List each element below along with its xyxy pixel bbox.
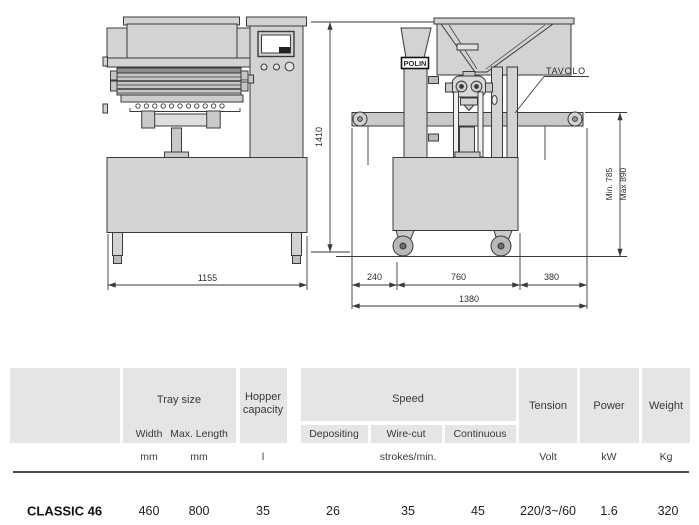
unit-width: mm: [140, 451, 158, 463]
caster-wheel: [392, 230, 415, 257]
front-legs: [112, 232, 302, 264]
front-view-drawing: 1155 1410: [102, 16, 437, 290]
dim-front-width-label: 1155: [198, 273, 217, 283]
value-power: 1.6: [600, 504, 618, 518]
nozzle-row: [135, 103, 225, 109]
value-tension: 220/3~/60: [520, 504, 576, 518]
value-max-length: 800: [188, 504, 210, 518]
depositing-head: [445, 71, 493, 112]
front-cross-band: [106, 57, 251, 68]
tray-shelf: [120, 94, 244, 103]
roller-unit: [110, 67, 254, 112]
side-top-rim: [433, 17, 575, 25]
value-wirecut: 35: [401, 504, 415, 518]
col-group-power: Power: [593, 400, 625, 412]
col-sub-depositing: Depositing: [309, 428, 359, 440]
caster-wheel: [490, 230, 513, 257]
hopper-slot: [456, 43, 479, 51]
unit-speed: strokes/min.: [379, 451, 437, 463]
control-button: [273, 63, 280, 71]
front-hopper-body: [126, 23, 238, 59]
dim-side-height: [585, 112, 627, 257]
polin-label: POLIN: [404, 59, 427, 68]
polin-plate: [400, 56, 430, 70]
front-base-cabinet: [106, 157, 308, 233]
model-name: CLASSIC 46: [27, 503, 103, 519]
side-hopper: [440, 23, 555, 73]
control-cabinet: [246, 16, 307, 158]
control-button: [284, 61, 295, 72]
value-hopper: 35: [256, 504, 270, 518]
dim-240: 240: [367, 272, 382, 282]
header-speed-box: [301, 368, 516, 421]
dim-front-height-label: 1410: [314, 127, 324, 147]
side-chute: [400, 27, 432, 59]
col-sub-continuous: Continuous: [453, 428, 507, 440]
dim-1380: 1380: [459, 294, 479, 304]
technical-drawings: 1155 1410: [102, 16, 628, 309]
header-model-box: [10, 368, 120, 443]
dim-760: 760: [451, 272, 466, 282]
col-group-hopper: Hopper: [244, 391, 282, 403]
col-group-speed: Speed: [392, 393, 424, 405]
side-base-cabinet: [392, 157, 519, 231]
col-group-weight: Weight: [648, 400, 684, 412]
col-group-tension: Tension: [529, 400, 567, 412]
header-tray-box: [123, 368, 236, 443]
tavolo-leader: [514, 76, 589, 114]
col-sub-width: Width: [135, 428, 163, 440]
tavolo-label: TAVOLO: [546, 66, 586, 76]
tray-pedestal: [141, 110, 221, 158]
value-continuous: 45: [471, 504, 485, 518]
col-group-tray-size: Tray size: [156, 394, 202, 406]
unit-power: kW: [601, 451, 617, 463]
table-divider-rule: [13, 471, 689, 473]
side-view-drawing: POLIN: [336, 17, 628, 309]
front-side-tab: [102, 56, 108, 67]
side-left-column: [403, 57, 428, 158]
header-depositing-box: [301, 425, 368, 443]
col-sub-wirecut: Wire-cut: [386, 428, 426, 440]
dim-front-width: [107, 234, 308, 290]
unit-hopper: l: [261, 451, 265, 463]
value-width: 460: [138, 504, 160, 518]
unit-weight: Kg: [659, 451, 673, 463]
header-hopper-box: [240, 368, 287, 443]
header-continuous-box: [445, 425, 516, 443]
value-weight: 320: [657, 504, 679, 518]
dim-max-label: Max 890: [618, 167, 628, 200]
col-group-hopper2: capacity: [242, 404, 284, 416]
header-wirecut-box: [371, 425, 442, 443]
front-side-tab: [102, 103, 108, 114]
dim-min-label: Min. 785: [604, 167, 614, 200]
header-tension-box: [519, 368, 577, 443]
dim-front-height: [311, 21, 437, 253]
dim-380: 380: [544, 272, 559, 282]
unit-tension: Volt: [539, 451, 557, 463]
control-button: [260, 63, 268, 71]
col-sub-max-length: Max. Length: [170, 428, 228, 440]
dim-side-bottom: [351, 128, 588, 309]
value-depositing: 26: [326, 504, 340, 518]
unit-max-length: mm: [190, 451, 208, 463]
header-power-box: [580, 368, 639, 443]
header-weight-box: [642, 368, 690, 443]
